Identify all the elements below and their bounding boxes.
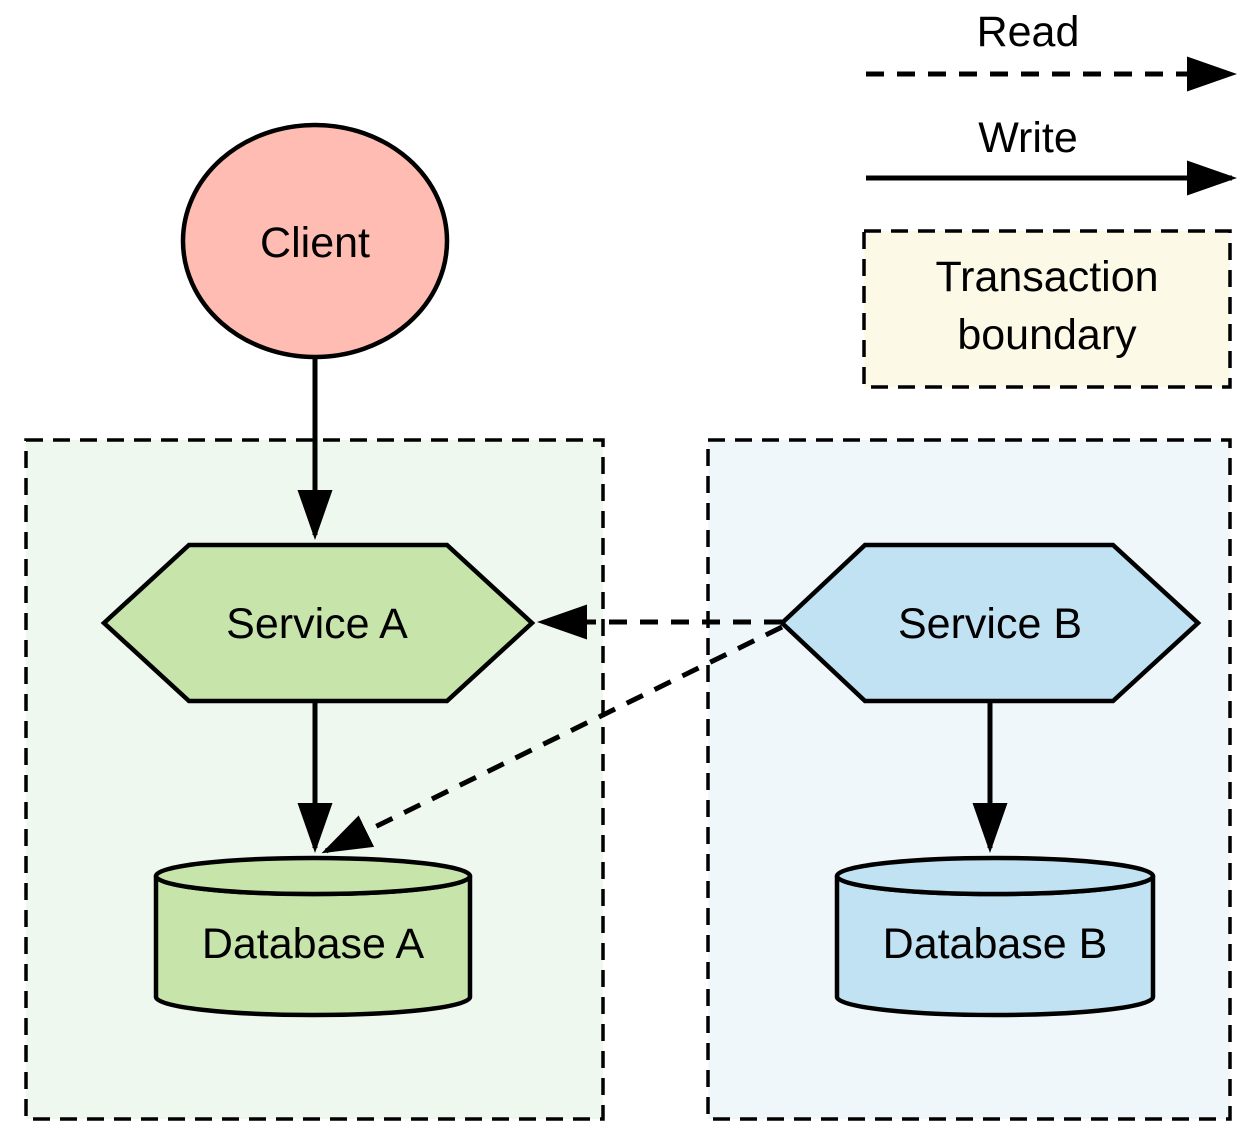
service-b-hexagon: [778, 542, 1202, 704]
edge-service-b-to-database-a-read: [321, 624, 784, 854]
client-label: Client: [260, 219, 370, 267]
node-client: Client: [180, 122, 450, 360]
database-b-cylinder-top: [834, 855, 1156, 897]
legend-transaction-boundary-box: [862, 229, 1232, 389]
legend: Read Write Transaction boundary: [862, 8, 1237, 389]
node-service-b: Service B: [778, 542, 1202, 704]
legend-read-label: Read: [977, 8, 1080, 56]
node-database-b: Database B: [834, 855, 1156, 1018]
client-ellipse: [180, 122, 450, 360]
legend-transaction-boundary-label-line2: boundary: [957, 311, 1137, 359]
transaction-boundary-b: [706, 438, 1232, 1121]
database-a-cylinder-top: [153, 855, 473, 897]
legend-transaction-boundary-label-line1: Transaction: [935, 253, 1158, 301]
service-a-hexagon: [100, 542, 536, 704]
database-a-label: Database A: [202, 920, 425, 968]
service-a-label: Service A: [226, 600, 408, 648]
legend-write-label: Write: [978, 114, 1078, 162]
database-b-label: Database B: [883, 920, 1108, 968]
service-b-label: Service B: [898, 600, 1082, 648]
node-service-a: Service A: [100, 542, 536, 704]
node-database-a: Database A: [153, 855, 473, 1018]
